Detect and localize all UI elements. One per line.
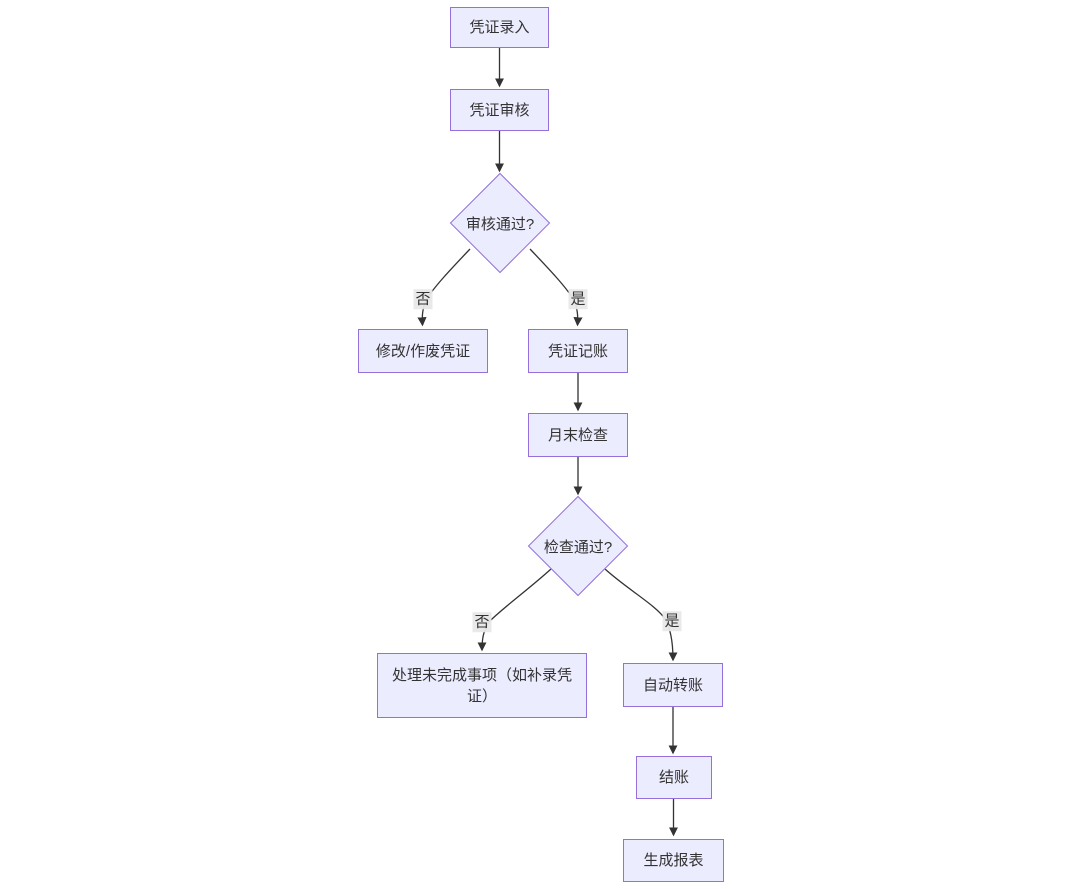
node-closing: 结账 xyxy=(636,756,712,799)
node-month-end-check: 月末检查 xyxy=(528,413,628,457)
decision-label: 检查通过? xyxy=(543,538,613,556)
node-voucher-entry: 凭证录入 xyxy=(450,7,549,48)
node-auto-transfer: 自动转账 xyxy=(623,663,723,707)
edge-label-check-yes: 是 xyxy=(662,611,682,631)
node-voucher-posting: 凭证记账 xyxy=(528,329,628,373)
node-voucher-review: 凭证审核 xyxy=(450,89,549,131)
node-check-passed-decision: 检查通过? xyxy=(527,495,629,597)
edge-label-check-no: 否 xyxy=(472,612,492,632)
node-review-passed-decision: 审核通过? xyxy=(449,172,551,274)
node-modify-void-voucher: 修改/作废凭证 xyxy=(358,329,488,373)
edge-label-review-no: 否 xyxy=(413,289,433,309)
decision-label: 审核通过? xyxy=(465,215,535,233)
node-generate-reports: 生成报表 xyxy=(623,839,724,882)
node-handle-pending-items: 处理未完成事项（如补录凭证） xyxy=(377,653,587,718)
edge-label-review-yes: 是 xyxy=(568,289,588,309)
